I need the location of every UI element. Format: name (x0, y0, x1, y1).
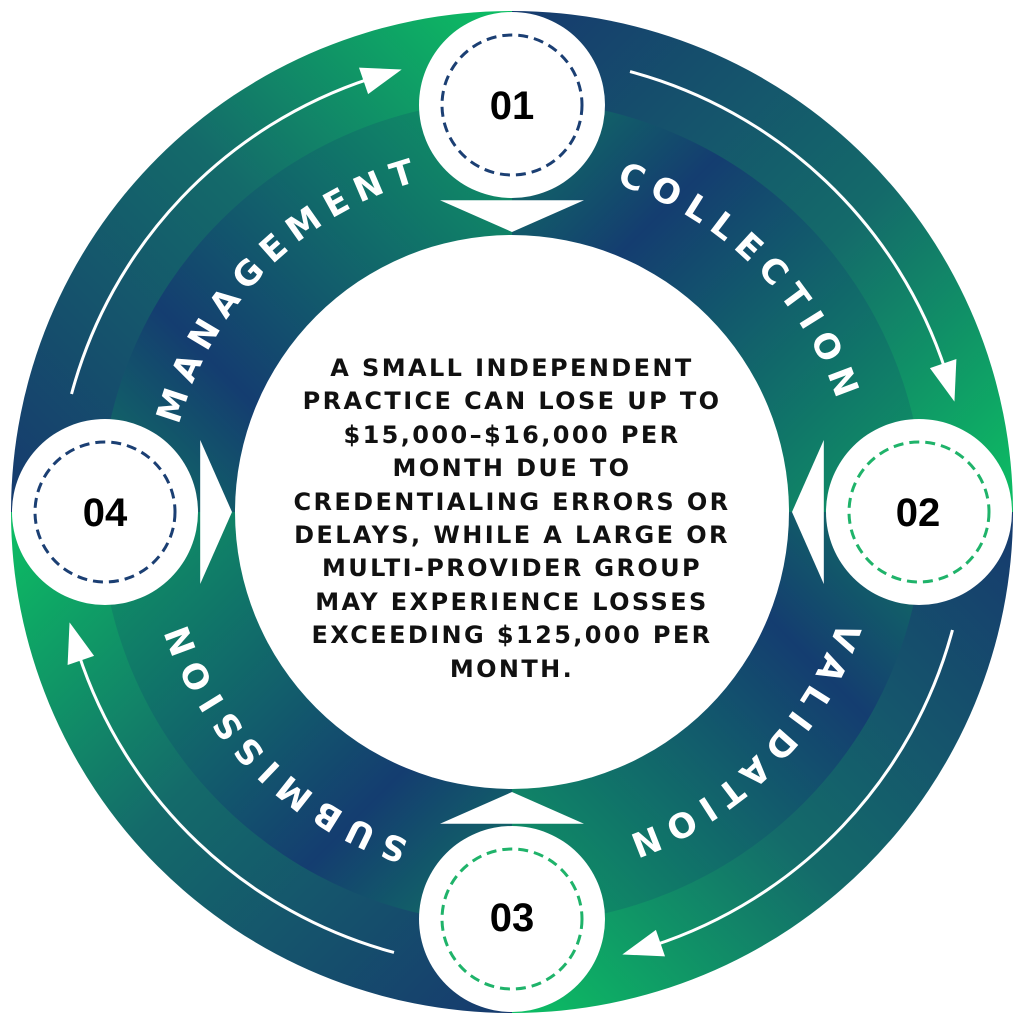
dashed-ring-icon (847, 440, 991, 584)
badge-pointer (200, 440, 232, 584)
badge-circle (12, 419, 198, 605)
arrow-arc (76, 652, 395, 954)
arrow-arc (652, 629, 954, 948)
step-number-04: 04 (83, 491, 128, 535)
arrowhead-icon (67, 622, 95, 666)
badge-circle (419, 826, 605, 1012)
badge-pointer (440, 792, 584, 824)
center-circle (235, 235, 789, 789)
dashed-ring-icon (440, 847, 584, 991)
step-numbers: 01 02 03 04 (83, 84, 941, 940)
center-line: MONTH. (449, 654, 575, 683)
center-statement: A SMALL INDEPENDENT PRACTICE CAN LOSE UP… (262, 352, 762, 686)
badge-pointer (440, 200, 584, 232)
step-badge-02 (792, 419, 1012, 605)
badge-pointer (792, 440, 824, 584)
center-line: MAY EXPERIENCE LOSSES (315, 587, 709, 616)
step-badge-03 (419, 792, 605, 1012)
arrow-arc (70, 76, 372, 395)
center-line: MONTH DUE TO (392, 454, 632, 483)
center-line: EXCEEDING $125,000 PER (311, 621, 713, 650)
dashed-ring-icon (440, 33, 584, 177)
arrowhead-icon (622, 929, 666, 957)
center-line: $15,000–$16,000 PER (343, 420, 681, 449)
cycle-arrows (67, 67, 957, 957)
step-badge-04 (12, 419, 232, 605)
arrowhead-icon (929, 358, 957, 402)
center-line: CREDENTIALING ERRORS OR (293, 487, 731, 516)
step-number-03: 03 (490, 896, 535, 940)
center-line: DELAYS, WHILE A LARGE OR (294, 521, 730, 550)
arrowhead-icon (358, 67, 402, 95)
dashed-ring-icon (33, 440, 177, 584)
badge-circle (419, 12, 605, 198)
step-number-01: 01 (490, 84, 535, 128)
step-badge-01 (419, 12, 605, 232)
step-number-02: 02 (896, 491, 941, 535)
arrow-arc (629, 70, 948, 372)
badge-circle (826, 419, 1012, 605)
center-line: PRACTICE CAN LOSE UP TO (302, 387, 722, 416)
center-line: A SMALL INDEPENDENT (330, 354, 694, 382)
center-line: MULTI-PROVIDER GROUP (321, 554, 703, 583)
